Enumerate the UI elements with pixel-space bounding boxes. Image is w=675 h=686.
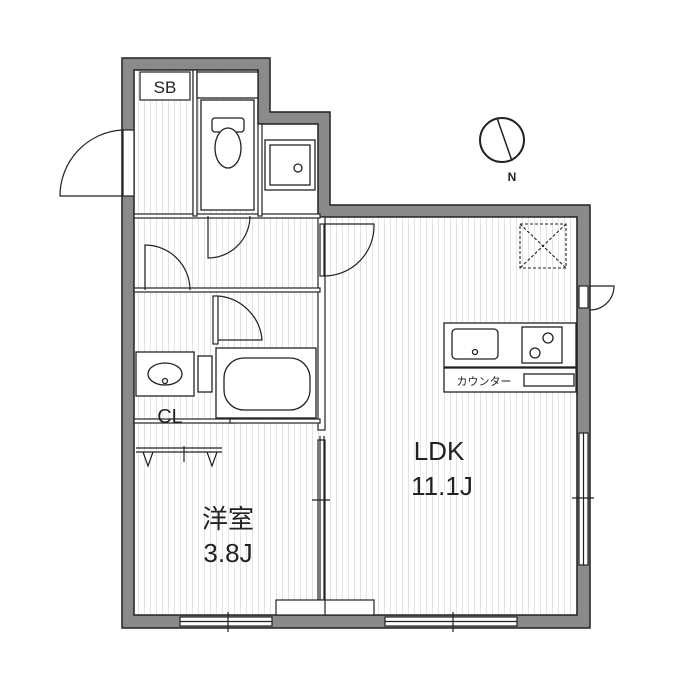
western-room-floor <box>134 422 320 615</box>
counter-label: カウンター <box>457 375 512 388</box>
north-label: N <box>508 170 517 184</box>
shoe-box <box>139 71 191 101</box>
north-compass-icon <box>479 117 525 163</box>
hand-sink <box>264 139 316 191</box>
kitchen <box>443 322 577 393</box>
ventilation-hatch <box>519 223 567 269</box>
toilet-door <box>207 215 251 259</box>
interior-walls <box>133 69 326 601</box>
shoe-box-label: SB <box>154 78 177 97</box>
ldk-floor <box>325 217 577 615</box>
closet-doors <box>136 446 222 468</box>
ldk-door <box>319 223 375 277</box>
bottom-storage <box>275 599 375 616</box>
closet-label: CL <box>157 406 183 428</box>
bottom-window-ldk <box>384 612 518 632</box>
room-sliding-door <box>312 436 330 600</box>
balcony-door <box>578 285 615 311</box>
bottom-window-room <box>179 612 273 632</box>
right-window <box>572 432 594 566</box>
ldk-size: 11.1J <box>411 471 473 501</box>
wash-basin <box>135 351 213 397</box>
floors <box>134 70 577 615</box>
ldk-label: LDK <box>414 436 465 466</box>
washroom-door <box>212 295 263 345</box>
hall-door-left <box>144 244 191 291</box>
western-room-label: 洋室 <box>202 504 254 534</box>
toilet <box>196 71 259 211</box>
bathtub <box>215 347 317 419</box>
entrance-door <box>59 129 135 197</box>
western-room-size: 3.8J <box>203 538 252 568</box>
